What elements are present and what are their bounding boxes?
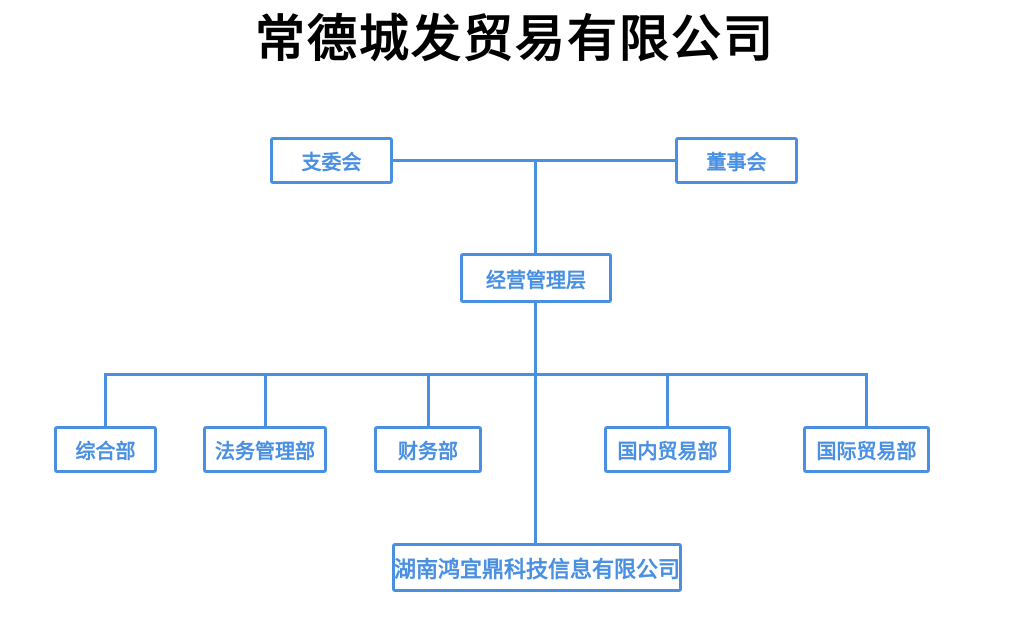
node-label: 法务管理部 (215, 439, 315, 463)
node-board-of-directors: 董事会 (675, 137, 798, 184)
node-label: 综合部 (75, 439, 136, 463)
node-label: 湖南鸿宜鼎科技信息有限公司 (394, 557, 681, 583)
node-label: 支委会 (301, 150, 362, 174)
page-title: 常德城发贸易有限公司 (255, 9, 775, 68)
node-label: 经营管理层 (486, 267, 586, 292)
connector-drop-finance (427, 373, 430, 427)
connector-drop-general-affairs (104, 373, 107, 427)
node-finance-dept: 财务部 (374, 426, 482, 473)
connector-drop-domestic-trade (666, 373, 669, 427)
node-international-trade-dept: 国际贸易部 (803, 426, 930, 473)
node-label: 国内贸易部 (617, 439, 718, 463)
connector-distribution-horizontal (104, 373, 868, 376)
node-general-affairs-dept: 综合部 (54, 426, 157, 473)
node-party-branch-committee: 支委会 (270, 137, 393, 184)
node-management-layer: 经营管理层 (460, 253, 612, 303)
connector-drop-international-trade (865, 373, 868, 427)
node-label: 董事会 (706, 150, 767, 174)
node-label: 财务部 (398, 439, 458, 463)
node-subsidiary-company: 湖南鸿宜鼎科技信息有限公司 (392, 543, 682, 592)
node-legal-management-dept: 法务管理部 (203, 426, 327, 473)
connector-management-to-children (534, 302, 537, 544)
connector-drop-legal-management (264, 373, 267, 427)
node-domestic-trade-dept: 国内贸易部 (604, 426, 731, 473)
node-label: 国际贸易部 (816, 439, 917, 463)
connector-top-to-management (534, 160, 537, 254)
